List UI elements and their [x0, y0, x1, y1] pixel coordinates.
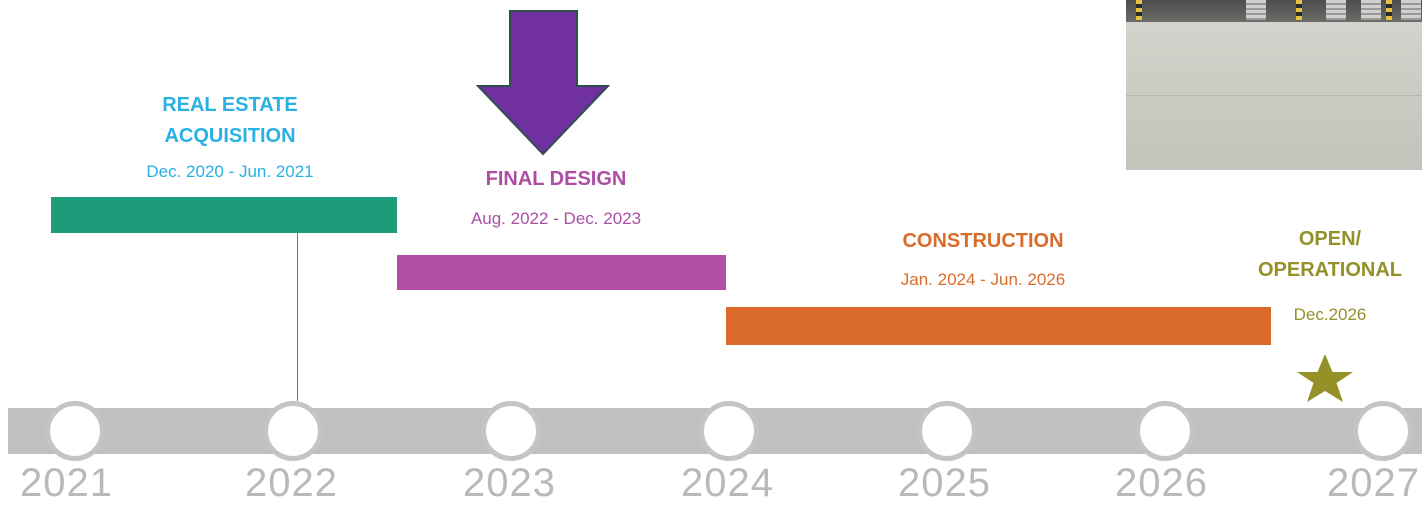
phase-title-operational: OPEN/ OPERATIONAL: [1230, 224, 1422, 286]
photo-floor-joint: [1126, 95, 1422, 96]
photo-door: [1401, 0, 1421, 20]
timeline-node-2024: [699, 401, 759, 461]
phase-title-line: ACQUISITION: [164, 125, 296, 147]
year-label: 2022: [245, 461, 338, 505]
timeline-node-2021: [45, 401, 105, 461]
phase-title-line: OPERATIONAL: [1257, 259, 1403, 281]
year-label: 2024: [681, 461, 774, 505]
photo-stripe: [1136, 0, 1142, 20]
photo-door: [1246, 0, 1266, 20]
phase-bar-construction: [726, 307, 1271, 345]
star-icon: [1297, 354, 1353, 402]
timeline-node-2027: [1353, 401, 1413, 461]
phase-title-line: REAL ESTATE: [162, 94, 298, 116]
timeline-node-2023: [481, 401, 541, 461]
year-label: 2026: [1115, 461, 1208, 505]
facility-photo: [1126, 0, 1422, 170]
timeline-node-2025: [917, 401, 977, 461]
phase-title-acquisition: REAL ESTATE ACQUISITION: [90, 90, 370, 152]
photo-wall: [1126, 0, 1422, 22]
phase-title-line: OPEN/: [1298, 228, 1362, 250]
timeline-node-2026: [1135, 401, 1195, 461]
year-label: 2025: [898, 461, 991, 505]
down-arrow-icon: [476, 10, 610, 156]
photo-door: [1326, 0, 1346, 20]
phase-bar-final-design: [397, 255, 726, 290]
phase-bar-acquisition: [51, 197, 397, 233]
year-label: 2021: [20, 461, 113, 505]
phase-dates-construction: Jan. 2024 - Jun. 2026: [900, 270, 1066, 289]
year-label: 2023: [463, 461, 556, 505]
phase-title-construction: CONSTRUCTION: [902, 230, 1064, 252]
phase-dates-final-design: Aug. 2022 - Dec. 2023: [470, 209, 642, 228]
phase-title-final-design: FINAL DESIGN: [485, 168, 627, 190]
year-label: 2027: [1327, 461, 1420, 505]
connector-line: [297, 233, 298, 401]
photo-door: [1361, 0, 1381, 20]
phase-dates-acquisition: Dec. 2020 - Jun. 2021: [146, 162, 314, 181]
photo-stripe: [1296, 0, 1302, 20]
timeline-node-2022: [263, 401, 323, 461]
photo-stripe: [1386, 0, 1392, 20]
phase-dates-operational: Dec.2026: [1293, 305, 1367, 324]
